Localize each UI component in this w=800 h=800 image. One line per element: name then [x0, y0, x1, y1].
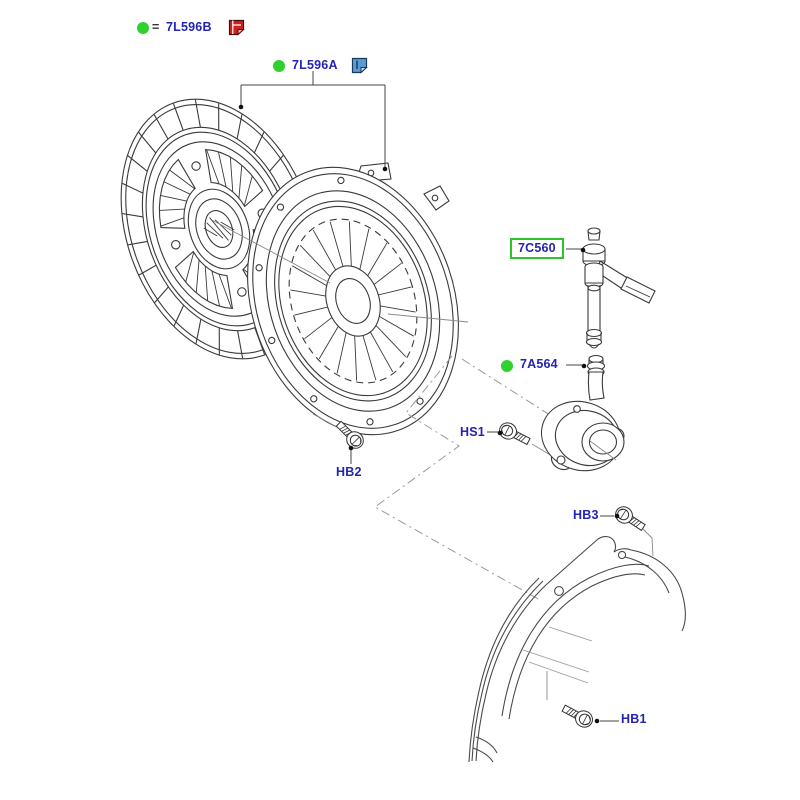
green-dot	[273, 60, 285, 72]
part-link-HB1[interactable]: HB1	[621, 712, 647, 726]
green-dot	[501, 360, 513, 372]
green-dot	[137, 22, 149, 34]
equals-sign: =	[152, 20, 160, 34]
red-note-icon[interactable]	[226, 18, 247, 37]
part-link-HS1[interactable]: HS1	[460, 425, 485, 439]
bell-housing-drawing	[468, 536, 686, 763]
bolts-drawing	[335, 420, 646, 728]
leader-lines	[238, 71, 620, 724]
part-label-7C560-highlight-box[interactable]: 7C560	[510, 238, 564, 259]
part-link-7L596B[interactable]: 7L596B	[166, 20, 212, 34]
pressure-plate-drawing	[247, 166, 459, 436]
part-link-7C560[interactable]: 7C560	[518, 241, 556, 255]
part-link-HB3[interactable]: HB3	[573, 508, 599, 522]
centerline-dashes	[374, 355, 554, 601]
part-link-7A564[interactable]: 7A564	[520, 357, 558, 371]
part-link-7L596A[interactable]: 7L596A	[292, 58, 338, 72]
part-link-HB2[interactable]: HB2	[336, 465, 362, 479]
blue-note-icon[interactable]	[349, 56, 370, 75]
slave-cylinder-drawing	[540, 354, 625, 472]
pressure-plate-tabs	[355, 162, 450, 211]
bleed-valve-drawing	[582, 227, 656, 349]
